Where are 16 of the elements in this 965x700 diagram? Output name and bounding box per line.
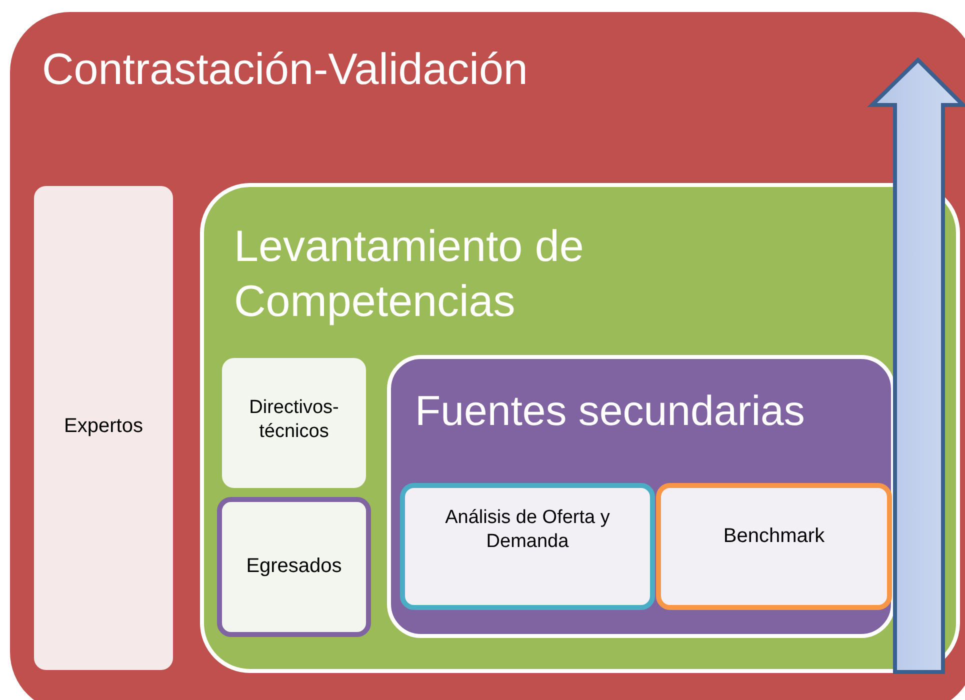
category-box	[656, 483, 892, 610]
category-box	[400, 483, 655, 610]
box-label: Directivos-técnicos	[248, 396, 340, 444]
panel-title: Levantamiento de Competencias	[234, 221, 585, 328]
category-box	[34, 186, 173, 670]
panel-title: Contrastación-Validación	[42, 44, 529, 96]
group-panel	[387, 355, 895, 638]
box-label: Análisis de Oferta y Demanda	[444, 506, 611, 554]
category-box	[222, 358, 366, 488]
group-panel	[200, 183, 960, 673]
box-label: Egresados	[245, 554, 343, 579]
panel-title: Fuentes secundarias	[415, 386, 806, 436]
box-label: Benchmark	[722, 524, 826, 549]
container-panel	[10, 12, 965, 700]
box-label: Expertos	[63, 414, 144, 439]
category-box	[217, 497, 371, 637]
